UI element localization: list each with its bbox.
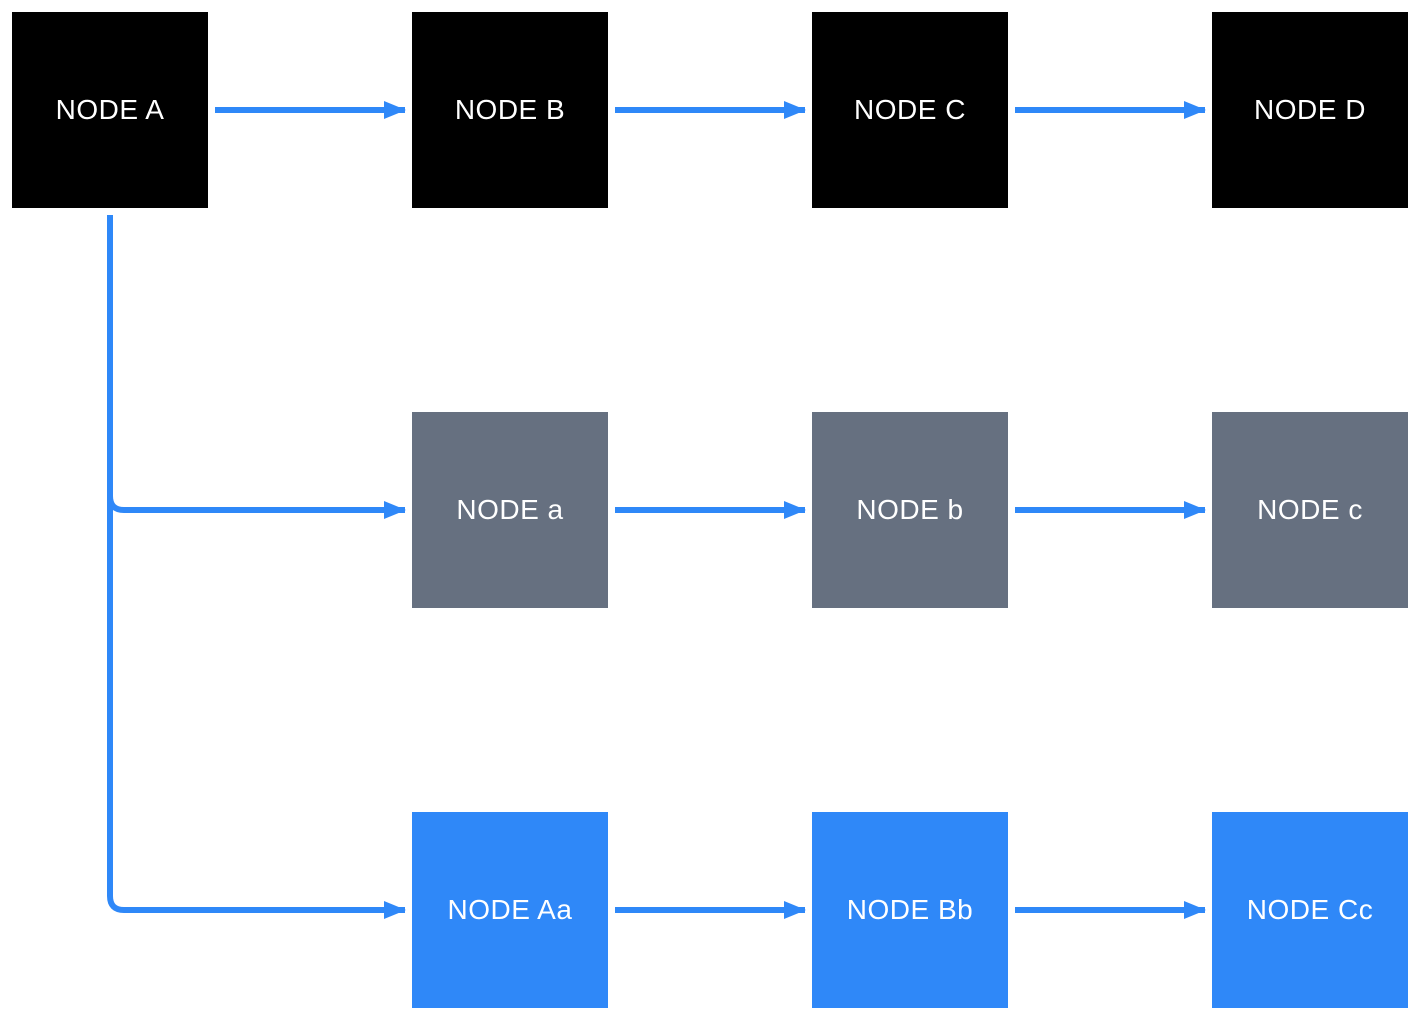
node-lower-b-label: NODE b <box>856 494 964 525</box>
node-lower-c-label: NODE c <box>1257 494 1363 525</box>
node-b-box: NODE B <box>412 12 608 208</box>
node-bb-box: NODE Bb <box>812 812 1008 1008</box>
node-cc-label: NODE Cc <box>1246 894 1374 925</box>
node-d-box: NODE D <box>1212 12 1408 208</box>
node-c-label: NODE C <box>854 94 966 125</box>
node-lower-a-label: NODE a <box>456 494 564 525</box>
node-aa-label: NODE Aa <box>447 894 573 925</box>
node-d-label: NODE D <box>1254 94 1366 125</box>
node-lower-c-box: NODE c <box>1212 412 1408 608</box>
node-bb-label: NODE Bb <box>846 894 974 925</box>
node-b-label: NODE B <box>454 94 566 125</box>
node-a-box: NODE A <box>12 12 208 208</box>
node-c-box: NODE C <box>812 12 1008 208</box>
node-lower-a-box: NODE a <box>412 412 608 608</box>
node-cc-box: NODE Cc <box>1212 812 1408 1008</box>
node-lower-b-box: NODE b <box>812 412 1008 608</box>
edge-node-a-to-node-lower-a-branch-arrow <box>107 495 406 519</box>
node-a-label: NODE A <box>55 94 165 125</box>
node-aa-box: NODE Aa <box>412 812 608 1008</box>
edge-node-a-to-node-aa-trunk-arrow <box>107 215 406 919</box>
